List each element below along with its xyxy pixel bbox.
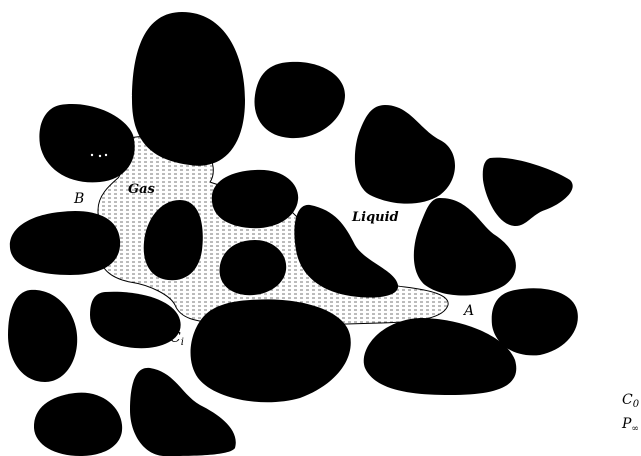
grain <box>8 290 77 382</box>
grain <box>483 158 573 226</box>
point-a-label: A <box>462 303 474 319</box>
p-sub: ∞ <box>631 424 639 434</box>
highlight-speck <box>105 154 107 156</box>
point-b-label: B <box>73 191 84 207</box>
highlight-speck <box>91 154 93 156</box>
p-main: P <box>621 416 632 432</box>
grain <box>10 211 120 275</box>
ci-sub: i <box>181 337 184 348</box>
c0-label: C0 <box>622 392 640 410</box>
grain <box>492 288 578 355</box>
gas-label: Gas <box>128 182 156 197</box>
grain <box>132 12 245 166</box>
grain <box>39 104 134 182</box>
point-ci-label: Ci <box>170 330 184 348</box>
highlight-speck <box>99 155 101 157</box>
liquid-label: Liquid <box>351 210 399 225</box>
p-inf-label: P∞ <box>621 416 639 434</box>
grain <box>191 299 351 402</box>
grain <box>212 170 298 228</box>
grain <box>355 105 455 204</box>
grain <box>254 62 345 138</box>
grain <box>90 292 181 349</box>
c0-main: C <box>622 392 633 408</box>
ci-main: C <box>170 330 181 346</box>
c0-sub: 0 <box>633 399 640 410</box>
grain <box>34 393 122 456</box>
